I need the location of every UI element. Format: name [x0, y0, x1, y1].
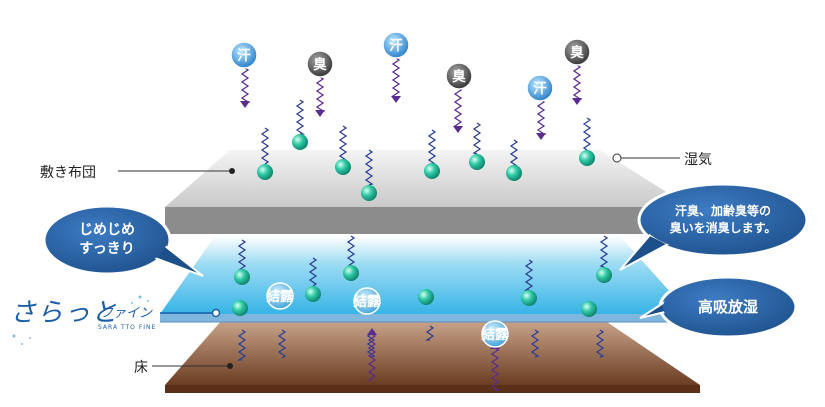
moisture-molecule — [581, 301, 597, 317]
logo-main-text: さらっと — [10, 298, 119, 328]
down-arrow-wave — [536, 99, 547, 135]
floor-layer — [165, 320, 700, 393]
callout-right-top-line2: 臭いを消臭します。 — [669, 221, 777, 235]
moisture-molecule — [424, 163, 440, 179]
futon-leader — [118, 168, 235, 174]
down-arrow-wave — [453, 87, 463, 128]
floor-vapor-wave — [236, 329, 247, 361]
svg-text:臭: 臭 — [452, 68, 466, 85]
svg-text:臭: 臭 — [313, 56, 327, 73]
moisture-molecule — [361, 185, 377, 201]
vapor-wave — [472, 122, 482, 155]
moisture-leader — [612, 153, 680, 163]
futon-label: 敷き布団 — [40, 165, 96, 181]
floor-vapor-wave — [424, 325, 435, 341]
up-arrow-wave — [490, 347, 501, 391]
down-arrow-head — [240, 101, 250, 108]
vapor-wave — [364, 149, 374, 186]
svg-text:汗: 汗 — [389, 37, 403, 54]
moisture-molecule — [292, 134, 308, 150]
logo-sparkles — [12, 295, 149, 345]
svg-text:臭: 臭 — [570, 44, 584, 61]
down-arrow-head — [453, 126, 463, 133]
floor-label: 床 — [134, 360, 148, 376]
svg-text:結露: 結露 — [266, 288, 294, 305]
down-arrow-wave — [391, 57, 401, 98]
condensation-badge: 結露 — [481, 320, 509, 348]
moisture-molecule — [521, 290, 537, 306]
moisture-molecule — [506, 165, 522, 181]
down-arrow-wave — [572, 64, 583, 100]
vapor-wave — [599, 235, 609, 268]
sweat-badge: 汗 — [526, 74, 554, 102]
moisture-label: 湿気 — [684, 152, 712, 168]
futon-layer — [165, 150, 690, 234]
floor-vapor-wave — [530, 329, 540, 358]
moisture-molecule — [343, 265, 359, 281]
moisture-molecule — [579, 150, 595, 166]
moisture-molecule — [335, 159, 351, 175]
down-arrow-head — [572, 98, 582, 105]
sweat-badge: 汗 — [230, 41, 258, 69]
callout-right-top-line1: 汗臭、加齢臭等の — [674, 204, 771, 218]
logo-leader — [160, 308, 221, 318]
callout-left-text: じめじめ すっきり — [47, 221, 167, 259]
vapor-wave — [260, 127, 270, 165]
svg-text:結露: 結露 — [353, 293, 381, 310]
vapor-wave — [523, 259, 534, 291]
up-arrow-wave — [366, 333, 377, 381]
callout-right-bottom-text: 高吸放湿 — [697, 298, 758, 316]
moisture-molecule — [469, 154, 485, 170]
callout-right-bottom — [639, 275, 798, 339]
callout-left — [42, 204, 204, 277]
vapor-wave — [509, 139, 519, 167]
floor-vapor-wave — [277, 329, 287, 359]
vapor-wave — [346, 235, 356, 267]
logo-english-text: SARA TTO FINE — [98, 324, 157, 331]
down-arrow-head — [391, 96, 401, 103]
sweat-badge: 汗 — [382, 31, 410, 59]
vapor-wave — [308, 257, 318, 287]
odor-badge: 臭 — [306, 50, 334, 78]
callout-left-line2: すっきり — [79, 241, 135, 257]
callout-right-top-text: 汗臭、加齢臭等の 臭いを消臭します。 — [645, 203, 801, 237]
callout-left-line1: じめじめ — [79, 222, 135, 238]
callout-right-top — [619, 182, 809, 271]
svg-text:汗: 汗 — [533, 80, 547, 97]
condensation-badge: 結露 — [266, 282, 294, 310]
product-logo: さらっと ファイン SARA TTO FINE — [4, 290, 164, 350]
vapor-wave — [427, 129, 437, 165]
svg-text:結露: 結露 — [481, 326, 509, 343]
vapor-wave — [237, 239, 247, 271]
moisture-molecule — [596, 267, 612, 283]
up-arrow-head — [367, 328, 377, 335]
logo-sub-text: ファイン — [100, 306, 153, 321]
moisture-molecule — [257, 164, 273, 180]
moisture-molecule — [418, 289, 434, 305]
vapor-wave — [582, 117, 592, 151]
down-arrow-head — [536, 133, 546, 140]
moisture-molecule — [234, 269, 250, 285]
vapor-wave — [338, 125, 348, 161]
odor-badge: 臭 — [445, 62, 473, 90]
moisture-molecule — [232, 300, 248, 316]
floor-vapor-wave — [595, 329, 605, 358]
floor-leader — [152, 363, 233, 369]
down-arrow-wave — [240, 67, 251, 103]
condensation-badge: 結露 — [353, 287, 381, 315]
vapor-wave — [295, 99, 306, 135]
odor-badge: 臭 — [563, 38, 591, 66]
moisture-molecule — [305, 286, 321, 302]
down-arrow-head — [315, 110, 325, 117]
down-arrow-wave — [315, 76, 326, 112]
svg-text:汗: 汗 — [237, 47, 251, 64]
